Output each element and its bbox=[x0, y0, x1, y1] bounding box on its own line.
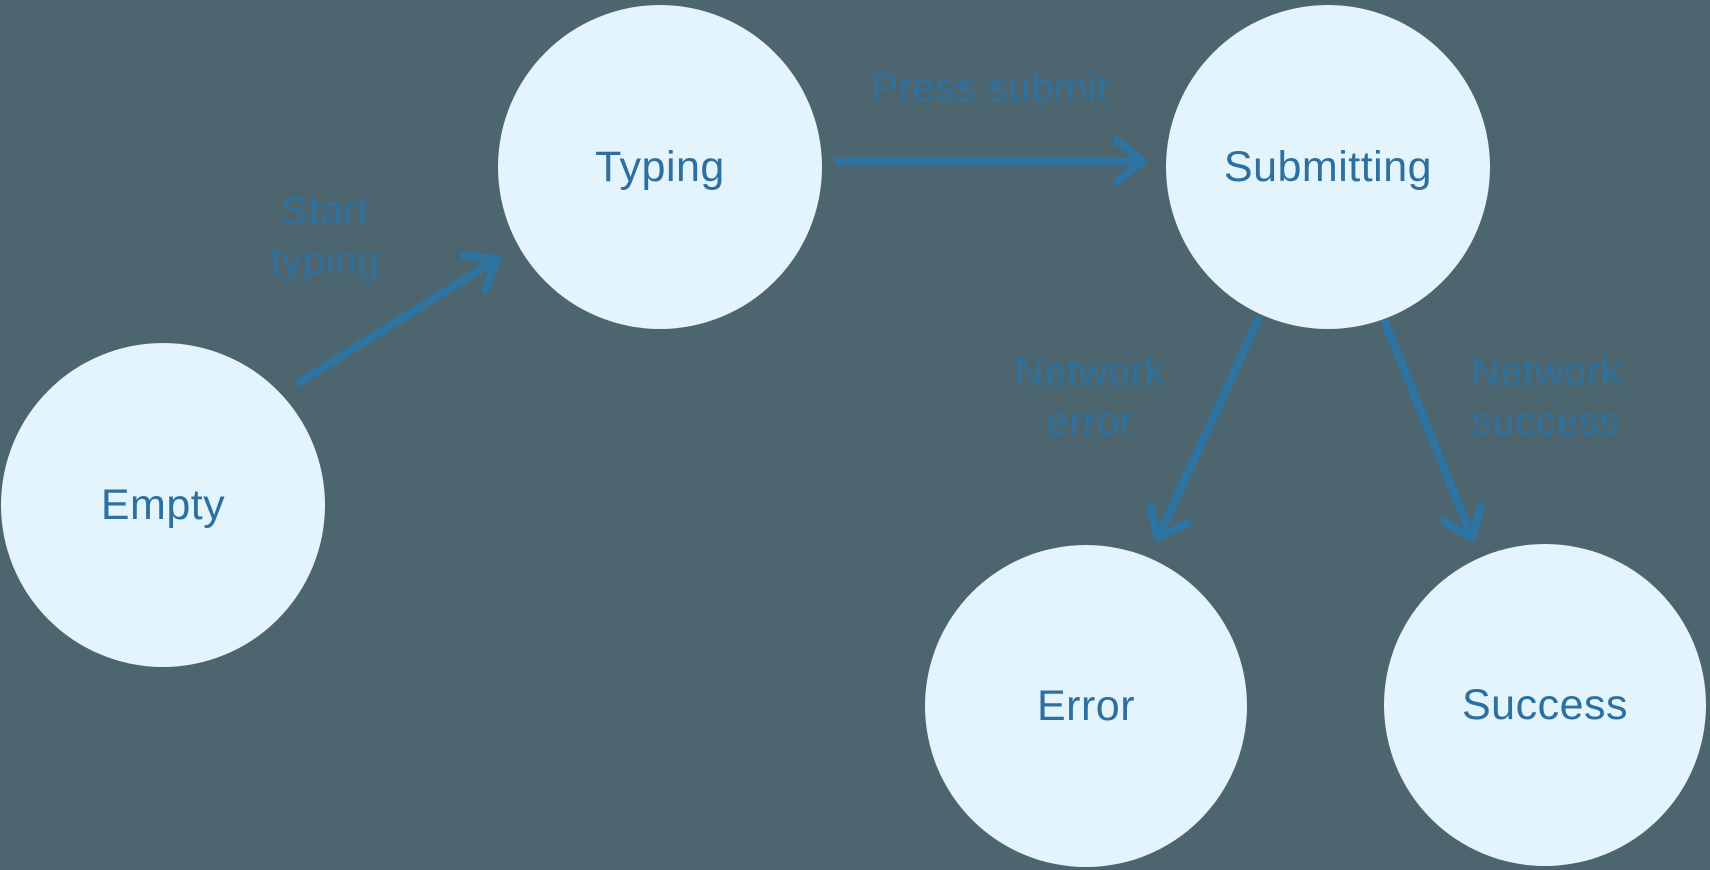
transition-label-network-success: Network success bbox=[1470, 350, 1622, 444]
state-node-empty: Empty bbox=[1, 343, 325, 667]
transition-arrow-press-submit bbox=[834, 136, 1147, 186]
state-label-submitting: Submitting bbox=[1223, 142, 1433, 191]
state-node-submitting: Submitting bbox=[1166, 5, 1490, 329]
state-label-success: Success bbox=[1461, 680, 1628, 729]
transition-label-press-submit: Press submit bbox=[871, 66, 1109, 110]
state-label-empty: Empty bbox=[100, 480, 226, 529]
state-node-success: Success bbox=[1384, 544, 1706, 866]
state-label-typing: Typing bbox=[595, 142, 725, 191]
state-node-typing: Typing bbox=[498, 5, 822, 329]
transition-label-network-error: Network error bbox=[1014, 350, 1166, 444]
state-node-error: Error bbox=[925, 545, 1247, 867]
state-label-error: Error bbox=[1036, 681, 1136, 730]
transition-label-start-typing: Start typing bbox=[270, 189, 380, 283]
